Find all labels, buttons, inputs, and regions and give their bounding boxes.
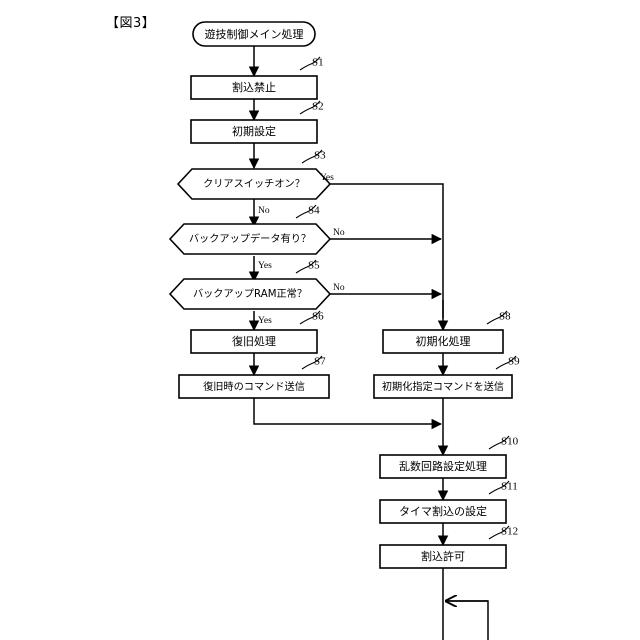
node-s7-label: 復旧時のコマンド送信 [203,380,305,393]
leader-s1 [299,56,321,71]
node-s11 [379,499,507,524]
leader-s2 [299,100,321,115]
node-s7 [178,374,330,399]
node-s11-label: タイマ割込の設定 [399,504,487,518]
step-label-s4: S4 [308,205,320,217]
node-s6-label: 復旧処理 [232,335,276,348]
node-s10 [379,454,507,479]
node-start-label: 遊技制御メイン処理 [205,27,304,41]
step-label-s9: S9 [508,356,520,368]
leader-s4 [295,204,317,219]
step-label-s8: S8 [499,311,511,323]
branch-label-s4-yes: Yes [258,261,272,271]
node-s12-label: 割込許可 [421,549,465,563]
branch-label-s5-no: No [333,283,345,293]
node-s8 [382,329,504,354]
node-s6 [190,329,318,354]
node-s2-label: 初期設定 [232,124,276,138]
node-s10-label: 乱数回路設定処理 [399,459,487,473]
loop-back-path [445,600,489,640]
leader-s11 [488,480,510,495]
step-label-s10: S10 [501,436,519,448]
figure-number-label: 【図3】 [106,16,156,31]
node-s3-label: クリアスイッチオン？ [203,178,305,190]
leader-s6 [299,310,321,325]
step-label-s7: S7 [314,356,326,368]
node-s9-label: 初期化指定コマンドを送信 [382,380,504,393]
node-s2 [190,119,318,144]
step-label-s12: S12 [501,526,518,538]
leader-s8 [486,310,508,325]
branch-label-s4-no: No [333,228,345,238]
leader-s10 [488,435,510,450]
leader-s9 [495,355,517,370]
node-s4-label: バックアップデータ有り？ [189,232,311,245]
node-s5 [168,278,332,310]
node-s8-label: 初期化処理 [416,334,471,348]
step-label-s3: S3 [314,150,326,162]
node-start [192,21,316,47]
node-s5-label: バックアップRAM正常？ [193,287,307,300]
branch-label-s3-yes: Yes [320,173,334,183]
leader-s7 [301,355,323,370]
edge-s7-to-merge [253,398,443,430]
step-label-s5: S5 [308,260,320,272]
leader-s12 [488,525,510,540]
edge-s3-yes-to-right-trunk [318,183,444,318]
step-label-s2: S2 [312,101,324,113]
branch-label-s3-no: No [258,206,270,216]
leader-s5 [295,259,317,274]
node-s12 [379,544,507,569]
node-s1 [190,75,318,100]
node-s3 [176,168,332,200]
node-s4 [168,223,332,255]
leader-s3 [301,149,323,164]
branch-label-s5-yes: Yes [258,316,272,326]
step-label-s6: S6 [312,311,324,323]
node-s1-label: 割込禁止 [232,80,276,94]
node-s9 [373,374,513,399]
step-label-s1: S1 [312,57,324,69]
step-label-s11: S11 [501,481,518,493]
